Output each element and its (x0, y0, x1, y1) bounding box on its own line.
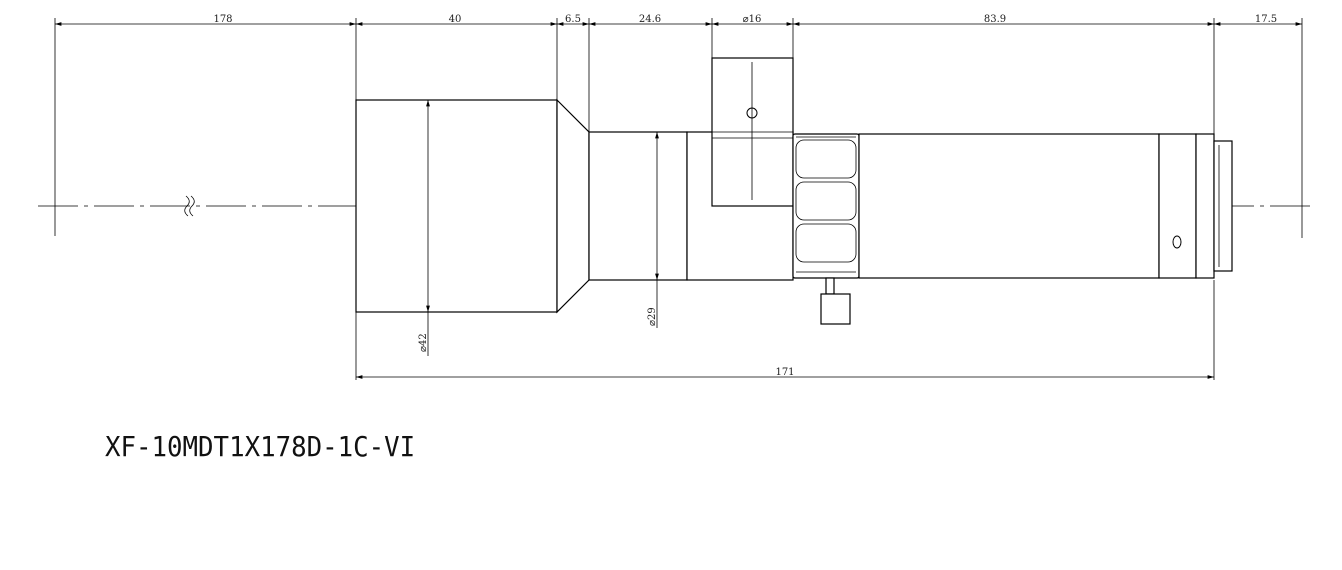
dim-mount-diameter: ⌀16 (743, 14, 762, 25)
lock-screw-stem (825, 277, 835, 295)
dim-working-distance: 178 (213, 14, 232, 25)
dim-total-length: 171 (775, 367, 794, 378)
model-number-label: XF-10MDT1X178D-1C-VI (105, 430, 416, 463)
mount-screw-icon (746, 107, 758, 119)
dim-barrel-diameter: ⌀29 (647, 307, 658, 326)
lock-screw-knob (820, 293, 851, 325)
rear-collar (1158, 133, 1197, 279)
dim-front-length: 40 (449, 14, 462, 25)
lens-body (355, 57, 1233, 325)
front-cylinder (355, 99, 558, 313)
c-mount-flange (1195, 133, 1215, 279)
taper-section (556, 98, 590, 314)
dim-rear-length: 83.9 (984, 14, 1006, 25)
dim-back-length: 17.5 (1255, 14, 1277, 25)
dim-mid-length: 24.6 (639, 14, 661, 25)
dim-front-diameter: ⌀42 (418, 333, 429, 352)
c-mount-thread (1213, 140, 1233, 272)
extension-lines (54, 18, 1303, 380)
axis-break-symbol (184, 195, 195, 217)
rear-screw-icon (1172, 235, 1182, 249)
barrel-section-front (588, 131, 688, 281)
dim-taper-length: 6.5 (565, 14, 581, 25)
focus-ring (792, 133, 860, 279)
rear-tube (858, 133, 1160, 279)
